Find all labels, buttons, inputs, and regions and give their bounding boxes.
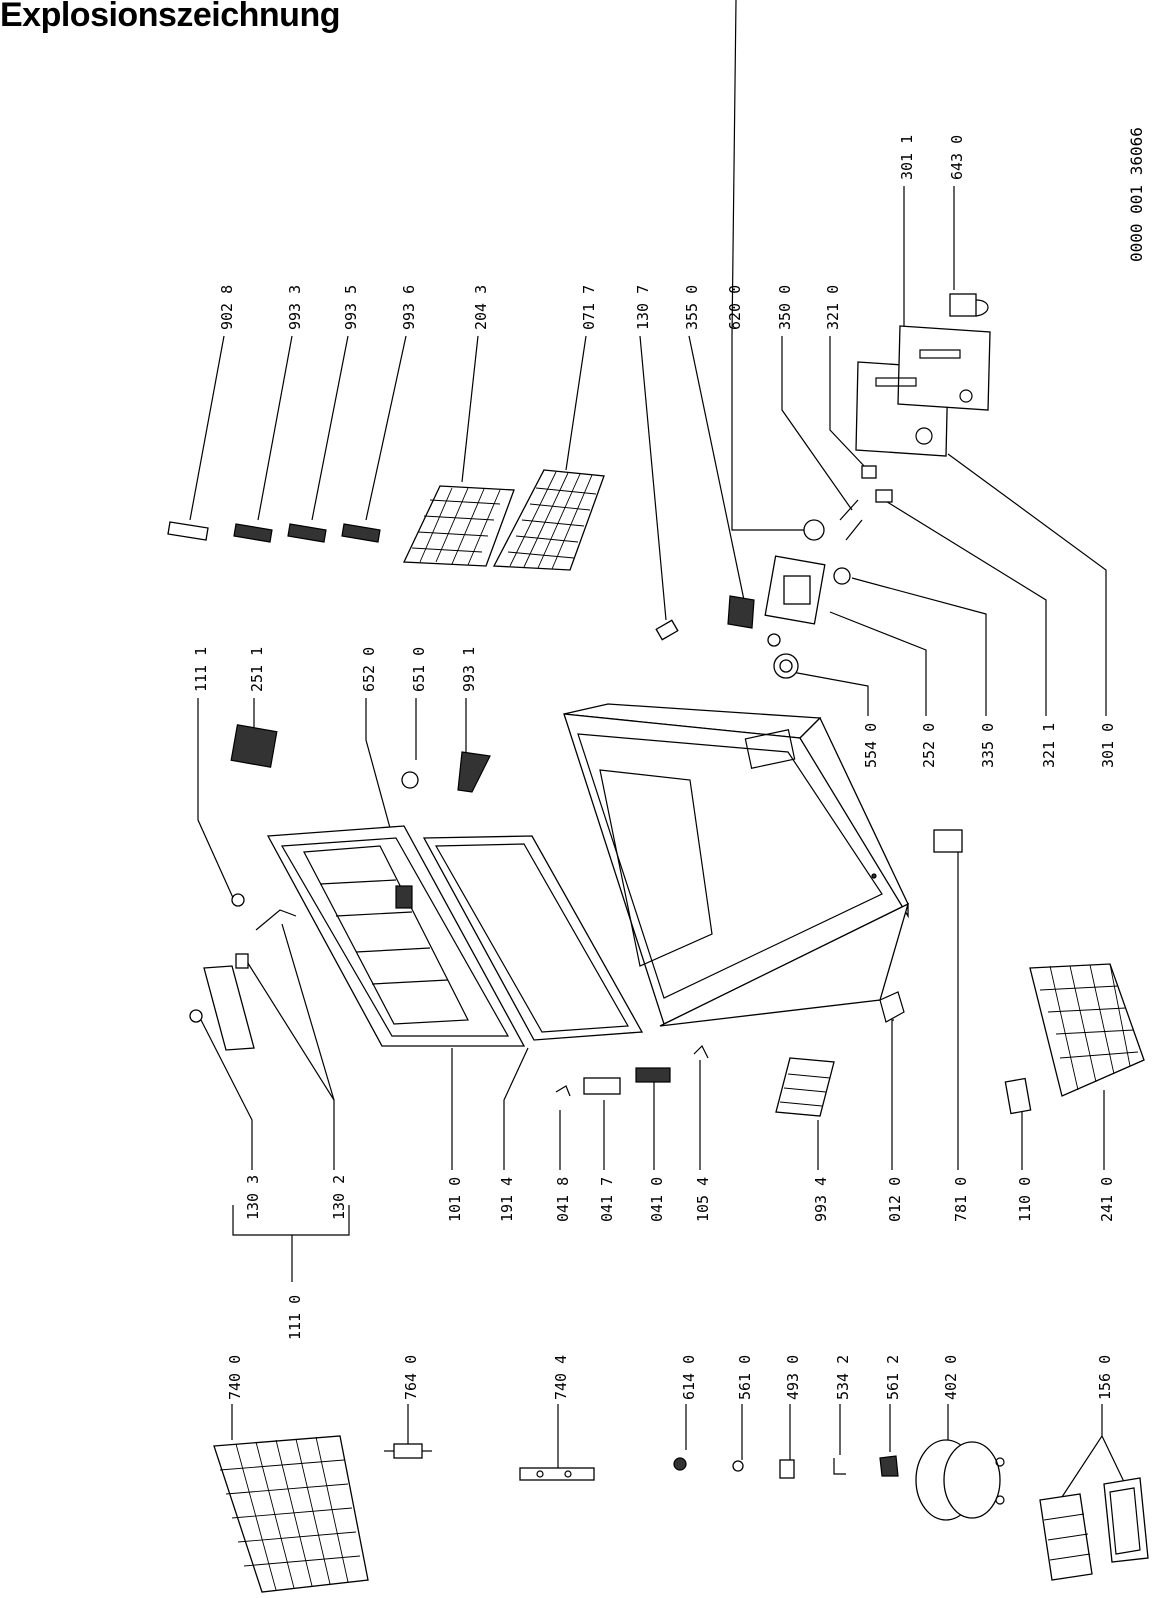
control-parts — [655, 465, 893, 679]
part-label: 620 0 — [726, 285, 744, 330]
part-label: 130 7 — [634, 285, 652, 330]
label-group-top-right: 902 8 993 3 993 5 993 6 204 3 071 7 130 … — [218, 135, 966, 330]
drawing-number: 0000 001 36066 — [1127, 127, 1146, 262]
condenser-7400 — [213, 1435, 369, 1593]
part-label: 101 0 — [446, 1177, 464, 1222]
part-label: 071 7 — [580, 285, 598, 330]
part-label: 156 0 — [1096, 1355, 1114, 1400]
part-label: 740 4 — [552, 1355, 570, 1400]
holder-7404 — [519, 1467, 595, 1481]
part-label: 651 0 — [410, 647, 428, 692]
shelf-clip-parts — [167, 521, 381, 543]
leader-lines-top — [189, 0, 955, 621]
part-label: 902 8 — [218, 285, 236, 330]
part-label: 764 0 — [402, 1355, 420, 1400]
part-label: 350 0 — [776, 285, 794, 330]
wire-shelf-0717 — [492, 469, 605, 571]
bracket-0120 — [879, 991, 905, 1023]
part-label: 534 2 — [834, 1355, 852, 1400]
lid-1010 — [266, 825, 526, 1047]
part-label: 041 7 — [598, 1177, 616, 1222]
part-label: 110 0 — [1016, 1177, 1034, 1222]
leader-lines-middle — [197, 453, 1107, 901]
part-label: 251 1 — [248, 647, 266, 692]
hinge-parts — [189, 724, 491, 1051]
part-label: 993 5 — [342, 285, 360, 330]
relay-1560 — [1039, 1477, 1149, 1581]
small-parts-bottom — [673, 1455, 899, 1479]
part-label: 252 0 — [920, 723, 938, 768]
part-label: 554 0 — [862, 723, 880, 768]
leader-lines-bottom — [231, 1404, 1127, 1501]
compressor-4020 — [915, 1439, 1005, 1521]
part-label: 321 0 — [824, 285, 842, 330]
part-label: 402 0 — [942, 1355, 960, 1400]
part-label: 191 4 — [498, 1177, 516, 1222]
dryer-7640 — [384, 1443, 432, 1459]
gasket-1914 — [422, 835, 644, 1041]
part-label: 561 2 — [884, 1355, 902, 1400]
part-label: 301 1 — [898, 135, 916, 180]
part-label: 993 1 — [460, 647, 478, 692]
cabinet-body — [563, 703, 910, 1027]
part-label: 105 4 — [694, 1177, 712, 1222]
part-label: 993 6 — [400, 285, 418, 330]
part-label: 740 0 — [226, 1355, 244, 1400]
part-label: 993 4 — [812, 1177, 830, 1222]
part-label: 493 0 — [784, 1355, 802, 1400]
part-label: 012 0 — [886, 1177, 904, 1222]
wire-shelf-2043 — [402, 485, 515, 567]
part-label: 130 2 — [330, 1175, 348, 1220]
label-group-middle: 111 1 251 1 652 0 651 0 993 1 554 0 252 … — [192, 647, 1117, 768]
ice-tray-9934 — [775, 1057, 835, 1117]
small-parts-lower — [555, 1044, 709, 1097]
part-label: 041 8 — [554, 1177, 572, 1222]
part-label: 204 3 — [472, 285, 490, 330]
part-label: 993 3 — [286, 285, 304, 330]
part-label: 614 0 — [680, 1355, 698, 1400]
part-label: 643 0 — [948, 135, 966, 180]
label-group-lower: 130 3 130 2 111 0 101 0 191 4 041 8 041 … — [244, 1175, 1116, 1340]
part-label: 301 0 — [1099, 723, 1117, 768]
part-7810 — [933, 829, 963, 853]
part-label: 041 0 — [648, 1177, 666, 1222]
leader-lines-lower — [199, 840, 1105, 1170]
part-label: 130 3 — [244, 1175, 262, 1220]
part-label: 561 0 — [736, 1355, 754, 1400]
part-label: 321 1 — [1040, 723, 1058, 768]
basket-2410 — [1029, 963, 1145, 1097]
part-label: 652 0 — [360, 647, 378, 692]
page-title: Explosionszeichnung — [0, 0, 340, 34]
part-1100 — [1004, 1077, 1032, 1115]
part-label: 355 0 — [683, 285, 701, 330]
part-label: 111 0 — [286, 1295, 304, 1340]
part-label: 111 1 — [192, 647, 210, 692]
bracket-line — [232, 1205, 350, 1236]
part-label: 781 0 — [952, 1177, 970, 1222]
part-label: 335 0 — [979, 723, 997, 768]
part-label: 241 0 — [1098, 1177, 1116, 1222]
label-group-bottom: 740 0 764 0 740 4 614 0 561 0 493 0 534 … — [226, 1355, 1114, 1400]
control-panels — [855, 293, 991, 457]
